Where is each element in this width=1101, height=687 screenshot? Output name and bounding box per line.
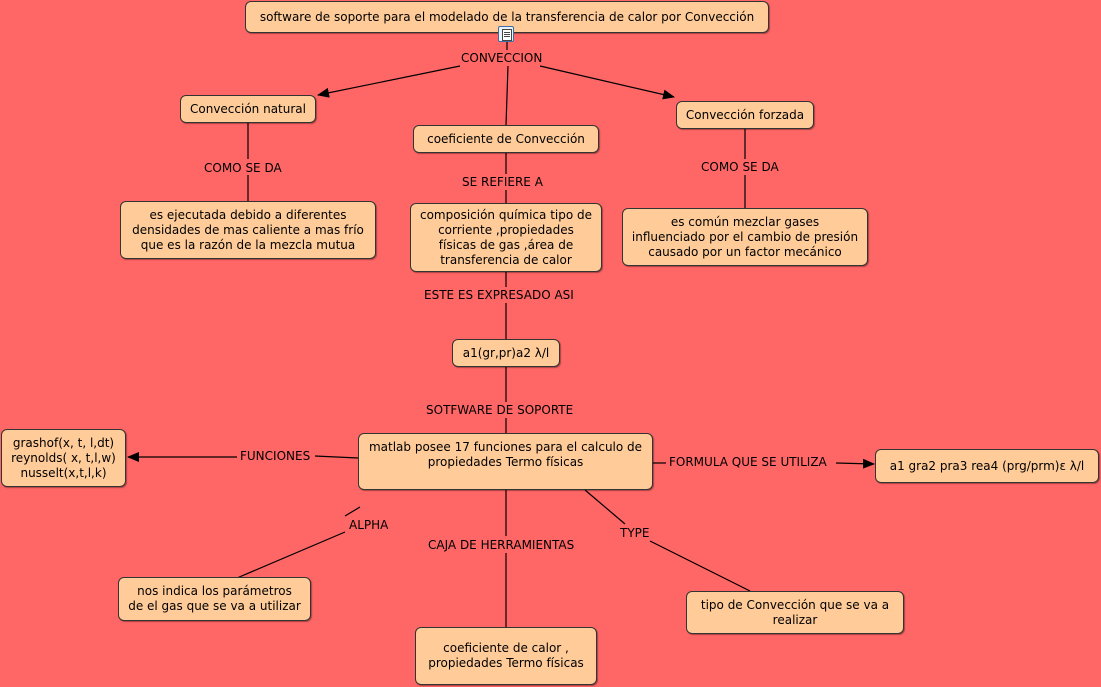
matlab-node[interactable]: matlab posee 17 funciones para el calcul…: [358, 433, 653, 490]
label-se-refiere-a: SE REFIERE A: [459, 175, 546, 189]
full-formula-node[interactable]: a1 gra2 pra3 rea4 (prg/prm)ε λ/l: [875, 449, 1099, 483]
label-conveccion: CONVECCION: [458, 51, 546, 65]
label-como-se-da-forzada: COMO SE DA: [698, 160, 782, 174]
label-este-es-expresado: ESTE ES EXPRESADO ASI: [421, 288, 577, 302]
label-funciones: FUNCIONES: [237, 449, 314, 463]
label-como-se-da-natural: COMO SE DA: [201, 161, 285, 175]
label-alpha: ALPHA: [346, 518, 392, 532]
title-node[interactable]: software de soporte para el modelado de …: [245, 1, 769, 33]
label-type: TYPE: [617, 526, 653, 540]
label-formula-que-se-utiliza: FORMULA QUE SE UTILIZA: [666, 455, 830, 469]
natural-description-node[interactable]: es ejecutada debido a diferentes densida…: [120, 201, 376, 259]
forced-description-node[interactable]: es común mezclar gases influenciado por …: [622, 208, 868, 266]
label-caja-de-herramientas: CAJA DE HERRAMIENTAS: [425, 538, 578, 552]
type-description-node[interactable]: tipo de Convección que se va a realizar: [686, 591, 904, 634]
convection-coefficient-node[interactable]: coeficiente de Convección: [413, 125, 599, 153]
document-icon[interactable]: [498, 26, 514, 42]
formula-node[interactable]: a1(gr,pr)a2 λ/l: [452, 339, 560, 367]
toolbox-description-node[interactable]: coeficiente de calor , propiedades Termo…: [415, 627, 597, 685]
label-software-soporte: SOTFWARE DE SOPORTE: [423, 403, 577, 417]
convection-natural-node[interactable]: Convección natural: [180, 95, 316, 123]
functions-list-node[interactable]: grashof(x, t, l,dt) reynolds( x, t,l,w) …: [1, 429, 126, 487]
composition-node[interactable]: composición química tipo de corriente ,p…: [410, 203, 602, 272]
alpha-description-node[interactable]: nos indica los parámetros de el gas que …: [118, 577, 311, 621]
convection-forced-node[interactable]: Convección forzada: [676, 101, 814, 129]
